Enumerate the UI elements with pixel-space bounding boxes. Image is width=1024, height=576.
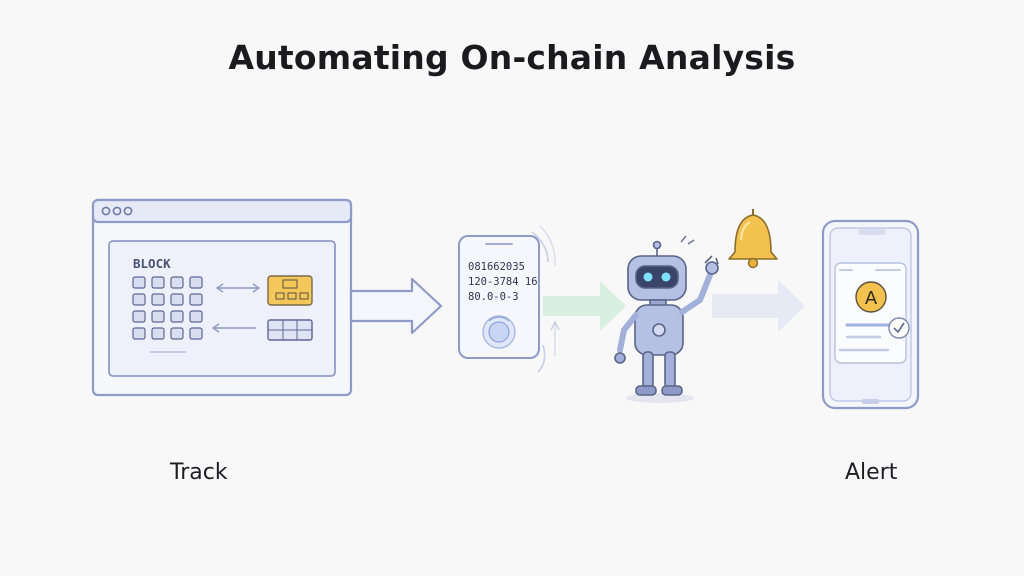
readout-line-2: 120-3784 16 [468,276,538,288]
caption-track: Track [170,460,228,485]
alert-badge-letter: A [865,288,878,309]
automation-robot-icon [614,235,719,403]
exchange-arrows-icon [211,283,261,333]
notification-card: A [834,262,907,364]
block-key-grid [132,276,203,340]
window-control-dots [101,206,133,216]
block-browser-window: BLOCK [91,198,353,397]
table-block-icon [267,319,313,341]
highlighted-block-icon [267,275,313,306]
flow-arrow-process-to-robot [543,281,626,331]
mobile-alert-device: A [821,219,920,410]
readout-line-1: 081662035 [468,261,525,273]
check-badge-icon [888,317,910,339]
diagram-title: Automating On-chain Analysis [228,38,796,77]
sync-dial-icon [482,315,516,349]
processing-device: 081662035 120-3784 16 80.0-0-3 [458,225,560,373]
block-label: BLOCK [133,256,171,271]
flow-arrow-track-to-process [349,277,443,335]
flow-arrow-robot-to-alert [712,280,805,332]
readout-line-3: 80.0-0-3 [468,291,519,303]
bell-icon [728,209,778,269]
caption-alert: Alert [845,460,898,485]
block-panel [108,240,336,377]
